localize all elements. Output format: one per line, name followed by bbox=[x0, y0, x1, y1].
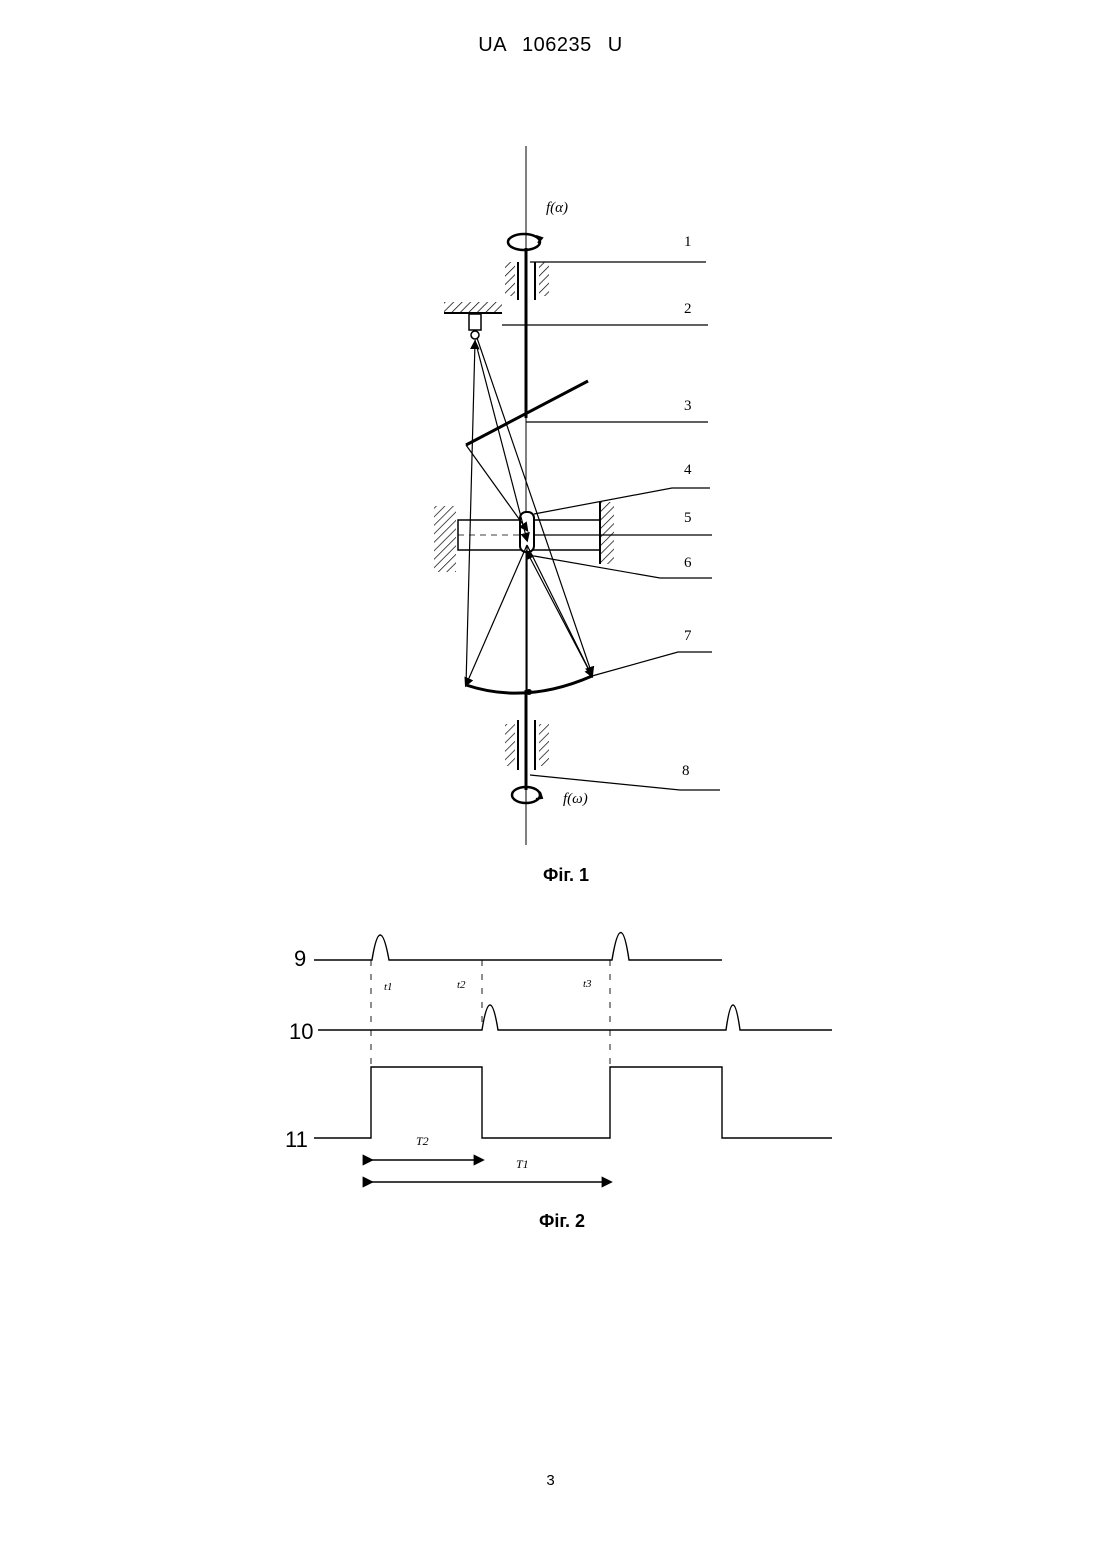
left-wall bbox=[434, 506, 456, 572]
label-5: 5 bbox=[684, 510, 692, 526]
page-number: 3 bbox=[0, 1472, 1101, 1489]
signal-9-label: 9 bbox=[294, 946, 306, 971]
figure-1-caption: Фіг. 1 bbox=[466, 865, 666, 886]
figure-2-waveforms bbox=[314, 933, 832, 1183]
label-4: 4 bbox=[684, 462, 692, 478]
label-3: 3 bbox=[684, 398, 692, 414]
top-bearing-right bbox=[539, 262, 549, 296]
label-2: 2 bbox=[684, 301, 692, 317]
top-bearing-left bbox=[505, 262, 515, 296]
label-8: 8 bbox=[682, 763, 690, 779]
bottom-bearing-right bbox=[539, 724, 549, 766]
f-omega-label: f(ω) bbox=[563, 791, 588, 807]
f-alpha-label: f(α) bbox=[546, 200, 568, 216]
light-source bbox=[469, 314, 481, 330]
figure-2-caption: Фіг. 2 bbox=[462, 1211, 662, 1232]
signal-9-trace bbox=[314, 933, 722, 961]
bottom-bearing-left bbox=[505, 724, 515, 766]
time-t1-label: t1 bbox=[384, 981, 393, 993]
time-t3-label: t3 bbox=[583, 978, 592, 990]
signal-11-trace bbox=[314, 1067, 832, 1138]
label-7: 7 bbox=[684, 628, 692, 644]
period-T2-label: T2 bbox=[416, 1134, 429, 1148]
label-1: 1 bbox=[684, 234, 692, 250]
rotation-top-icon bbox=[508, 234, 540, 250]
signal-10-label: 10 bbox=[289, 1019, 313, 1044]
time-t2-label: t2 bbox=[457, 979, 466, 991]
label-6: 6 bbox=[684, 555, 692, 571]
right-wall bbox=[600, 502, 614, 564]
source-mount bbox=[444, 302, 502, 312]
signal-11-label: 11 bbox=[285, 1127, 308, 1152]
period-T1-label: T1 bbox=[516, 1157, 529, 1171]
signal-10-trace bbox=[318, 1005, 832, 1030]
